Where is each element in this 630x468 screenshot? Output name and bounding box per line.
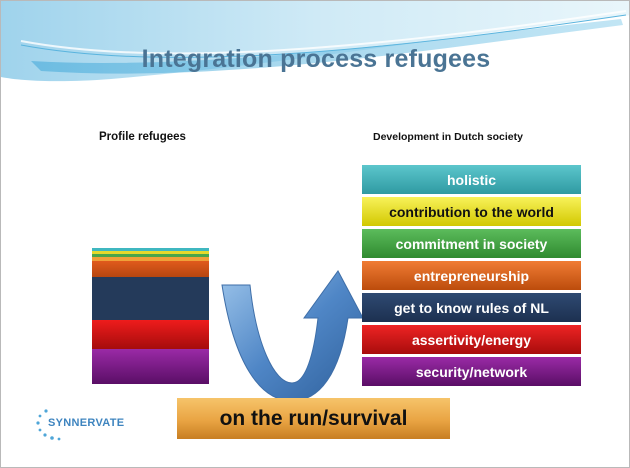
stage-commitment: commitment in society [362, 229, 581, 258]
profile-layer [92, 261, 209, 277]
profile-layer [92, 254, 209, 257]
profile-layer [92, 349, 209, 384]
profile-refugees-label: Profile refugees [99, 131, 186, 143]
profile-layer [92, 248, 209, 251]
profile-layer [92, 277, 209, 320]
slide-title: Integration process refugees [141, 45, 491, 73]
profile-layer [92, 320, 209, 349]
profile-stack [92, 248, 209, 384]
synnervate-logo: SYNNERVATE [36, 409, 124, 441]
profile-layer [92, 251, 209, 254]
u-turn-arrow [221, 270, 364, 402]
stage-entrepreneurship: entrepreneurship [362, 261, 581, 290]
stage-holistic: holistic [362, 165, 581, 194]
survival-base: on the run/survival [177, 398, 450, 439]
stage-assertivity: assertivity/energy [362, 325, 581, 354]
development-stages: holistic contribution to the world commi… [362, 165, 581, 389]
title-banner-swoosh [1, 1, 629, 82]
stage-security: security/network [362, 357, 581, 386]
stage-contribution: contribution to the world [362, 197, 581, 226]
development-label: Development in Dutch society [373, 131, 523, 143]
stage-rules-nl: get to know rules of NL [362, 293, 581, 322]
svg-text:SYNNERVATE: SYNNERVATE [48, 417, 124, 429]
profile-layer [92, 257, 209, 261]
